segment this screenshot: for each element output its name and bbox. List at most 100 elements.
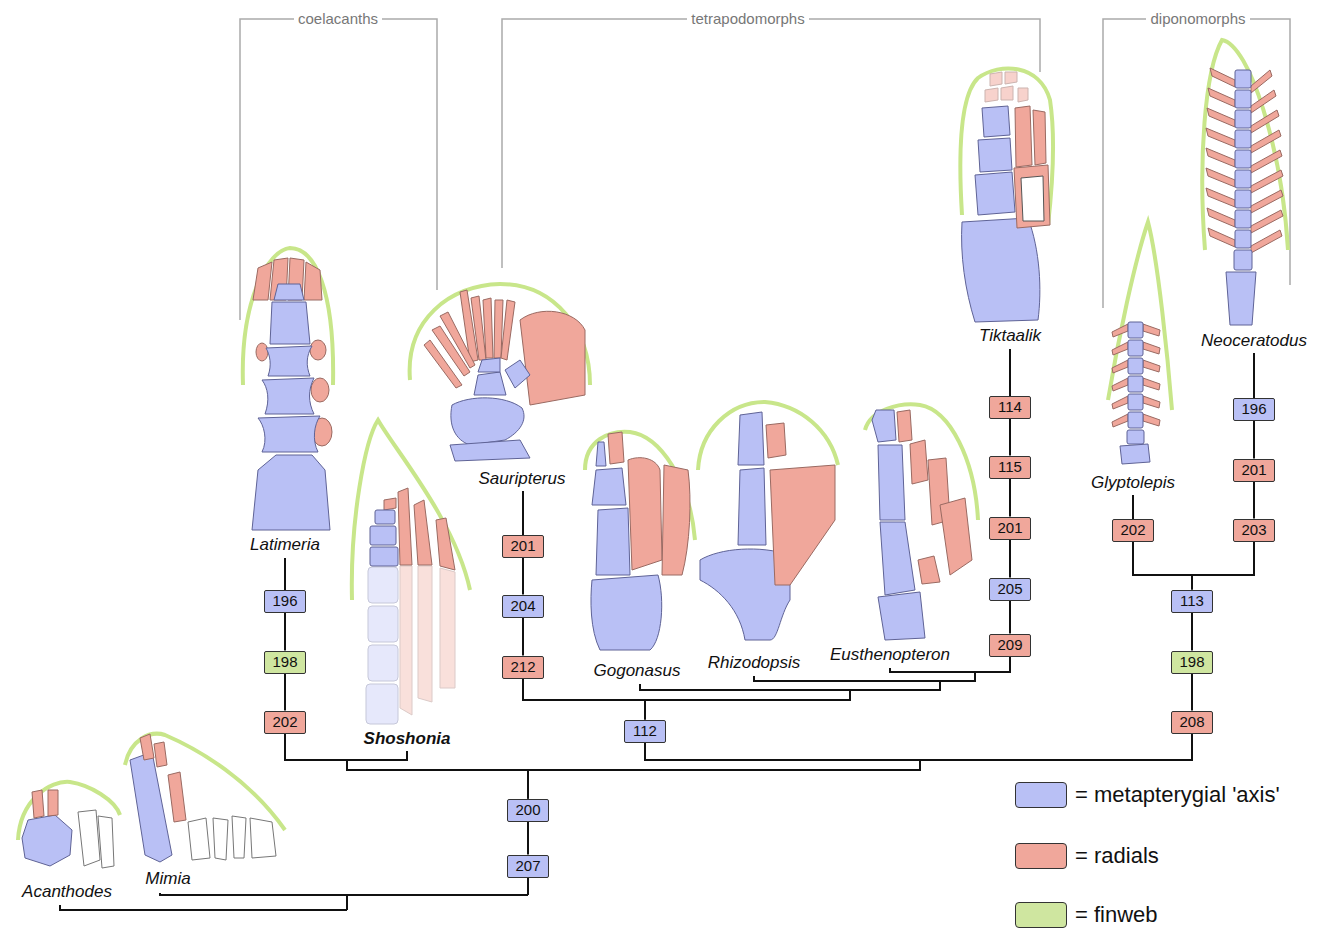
rhizodopsis-fin-part-part — [738, 412, 764, 465]
latimeria-fin-part — [243, 248, 333, 385]
mimia-fin — [125, 734, 285, 862]
character-number: 196 — [1237, 399, 1270, 419]
mimia-fin-part-part — [168, 772, 186, 822]
tiktaalik-fin-part-part — [990, 72, 1002, 86]
tree-line-part — [160, 893, 528, 895]
neoceratodus-fin-part — [1226, 70, 1256, 325]
sauripterus-fin-part-part — [424, 340, 462, 388]
character-box: 198 — [264, 651, 306, 674]
tiktaalik-fin-part — [985, 72, 1028, 102]
glyptolepis-fin-part-part — [1120, 444, 1150, 464]
character-number: 207 — [511, 856, 544, 876]
shoshonia-fin-part-part-part — [368, 567, 398, 603]
neoceratodus-fin-part-part — [1206, 148, 1235, 167]
neoceratodus-fin — [1202, 40, 1288, 325]
tree-branch — [1253, 421, 1255, 459]
latimeria-fin-part — [252, 284, 330, 530]
character-number: 201 — [506, 536, 539, 556]
sauripterus-fin-part-part — [478, 358, 500, 372]
eusthenopteron-fin-part-part — [940, 498, 972, 575]
latimeria-fin-part-part — [252, 455, 330, 530]
character-number: 205 — [993, 579, 1026, 599]
neoceratodus-fin-part-part — [1208, 88, 1235, 107]
character-box: 202 — [264, 711, 306, 734]
gogonasus-fin — [585, 432, 695, 650]
character-number: 200 — [511, 800, 544, 820]
tree-branch — [1191, 613, 1193, 651]
neoceratodus-fin-part-part — [1206, 128, 1235, 147]
mimia-fin-part — [130, 752, 172, 862]
gogonasus-fin-part-part — [608, 432, 624, 464]
taxon-name: Latimeria — [250, 535, 320, 555]
tiktaalik-fin-part-part — [1033, 110, 1046, 165]
mimia-fin-part — [140, 734, 186, 822]
rhizodopsis-fin-part — [698, 402, 838, 470]
glyptolepis-fin-part-part — [1128, 340, 1143, 356]
glyptolepis-fin-part — [1120, 322, 1150, 464]
shoshonia-fin-part-part — [414, 500, 432, 565]
glyptolepis-fin-part-part — [1127, 430, 1144, 444]
eusthenopteron-fin-part-part — [897, 410, 912, 442]
tree-branch — [523, 679, 645, 720]
character-box: 207 — [507, 855, 549, 878]
character-box: 201 — [1233, 459, 1275, 482]
glyptolepis-fin-part-part — [1112, 414, 1128, 427]
glyptolepis-fin-part — [1112, 324, 1160, 427]
sauripterus-fin-part-part — [501, 300, 515, 360]
character-number: 202 — [268, 712, 301, 732]
gogonasus-fin-part-part — [591, 575, 662, 650]
glyptolepis-fin-part-part — [1112, 396, 1128, 409]
character-box: 202 — [1112, 519, 1154, 542]
shoshonia-fin-part-part — [436, 518, 455, 570]
tree-line-part — [1253, 353, 1255, 398]
sauripterus-fin-part-part — [505, 360, 530, 388]
glyptolepis-fin-part-part — [1112, 360, 1128, 373]
glyptolepis-fin-part-part — [1128, 322, 1143, 338]
taxon-name: Sauripterus — [479, 469, 566, 489]
tiktaalik-fin — [960, 68, 1053, 322]
gogonasus-fin-part-part — [592, 468, 626, 505]
glyptolepis-fin-part-part — [1143, 378, 1160, 390]
neoceratodus-fin-part-part — [1251, 130, 1281, 153]
character-box: 201 — [989, 517, 1031, 540]
tiktaalik-fin-part — [960, 68, 1053, 225]
legend-text: = radials — [1075, 843, 1159, 869]
tiktaalik-fin-part-part — [982, 106, 1010, 137]
shoshonia-fin-part — [370, 510, 398, 566]
neoceratodus-fin-part-part — [1234, 250, 1252, 270]
character-number: 201 — [993, 518, 1026, 538]
tree-line-part — [640, 684, 850, 690]
legend-swatch — [1015, 843, 1067, 869]
glyptolepis-fin-part-part — [1143, 414, 1160, 426]
glyptolepis-fin-part-part — [1128, 394, 1143, 410]
shoshonia-fin-part-part — [370, 526, 396, 545]
rhizodopsis-fin — [698, 402, 838, 640]
shoshonia-fin-part-part-part — [368, 606, 398, 642]
glyptolepis-fin-part-part — [1112, 378, 1128, 391]
neoceratodus-fin-part-part — [1251, 150, 1282, 173]
shoshonia-fin-part-part-part — [368, 645, 398, 681]
tiktaalik-fin-part-part — [1014, 165, 1050, 228]
eusthenopteron-fin-part-part — [872, 410, 896, 442]
shoshonia-fin-part-part-part — [366, 684, 398, 724]
character-box: 205 — [989, 578, 1031, 601]
character-box: 212 — [502, 656, 544, 679]
tree-line-part — [1009, 349, 1011, 396]
mimia-fin-part-part — [140, 734, 154, 760]
tree-branch — [1009, 540, 1011, 578]
neoceratodus-fin-part-part — [1207, 208, 1235, 227]
shoshonia-fin-part-part — [366, 567, 398, 724]
latimeria-fin-part-part — [256, 343, 268, 361]
sauripterus-fin-part-part — [451, 398, 524, 445]
character-box: 209 — [989, 634, 1031, 657]
character-number: 113 — [1176, 591, 1208, 611]
latimeria-fin-part-part — [310, 340, 326, 360]
latimeria-fin-part-part — [258, 416, 320, 452]
character-box: 198 — [1171, 651, 1213, 674]
rhizodopsis-fin-part — [766, 423, 835, 585]
character-number: 201 — [1237, 460, 1270, 480]
latimeria-fin-part-part — [262, 378, 314, 414]
legend-swatch — [1015, 782, 1067, 808]
latimeria-fin-part-part — [311, 378, 329, 402]
clade-name: tetrapodomorphs — [687, 9, 808, 29]
